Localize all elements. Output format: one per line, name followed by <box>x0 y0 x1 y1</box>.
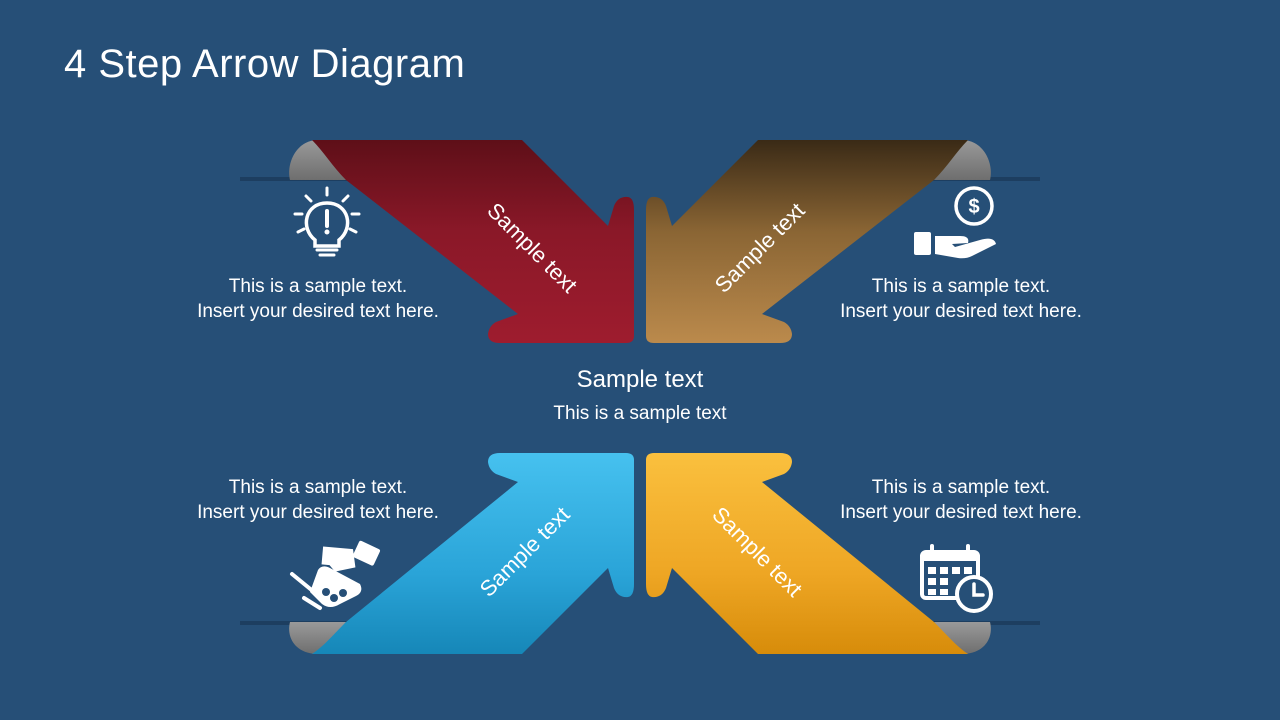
lightbulb-icon <box>293 186 361 257</box>
step-1-caption-line2: Insert your desired text here. <box>197 301 439 322</box>
svg-text:$: $ <box>968 196 979 218</box>
step-4-caption-line2: Insert your desired text here. <box>840 502 1082 523</box>
handshake-icon <box>290 540 381 610</box>
step-1-arrow <box>289 140 634 343</box>
center-title: Sample text <box>576 366 704 393</box>
step-3-arrow <box>289 453 634 654</box>
step-3-caption-line1: This is a sample text. <box>228 477 408 498</box>
step-4-arrow <box>646 453 991 654</box>
center-subtitle: This is a sample text <box>553 403 727 424</box>
step-1-caption: This is a sample text. Insert your desir… <box>168 274 468 324</box>
step-4-caption-line1: This is a sample text. <box>871 477 1051 498</box>
step-2-caption: This is a sample text. Insert your desir… <box>811 274 1111 324</box>
step-1-caption-line1: This is a sample text. <box>228 276 408 297</box>
step-3-caption-line2: Insert your desired text here. <box>197 502 439 523</box>
step-2-caption-line1: This is a sample text. <box>871 276 1051 297</box>
step-4-caption: This is a sample text. Insert your desir… <box>811 475 1111 525</box>
step-2-caption-line2: Insert your desired text here. <box>840 301 1082 322</box>
calendar-clock-icon <box>920 544 993 613</box>
step-2-arrow <box>646 140 991 343</box>
slide-title: 4 Step Arrow Diagram <box>64 42 466 86</box>
step-3-caption: This is a sample text. Insert your desir… <box>168 475 468 525</box>
hand-money-icon: $ <box>914 186 996 259</box>
